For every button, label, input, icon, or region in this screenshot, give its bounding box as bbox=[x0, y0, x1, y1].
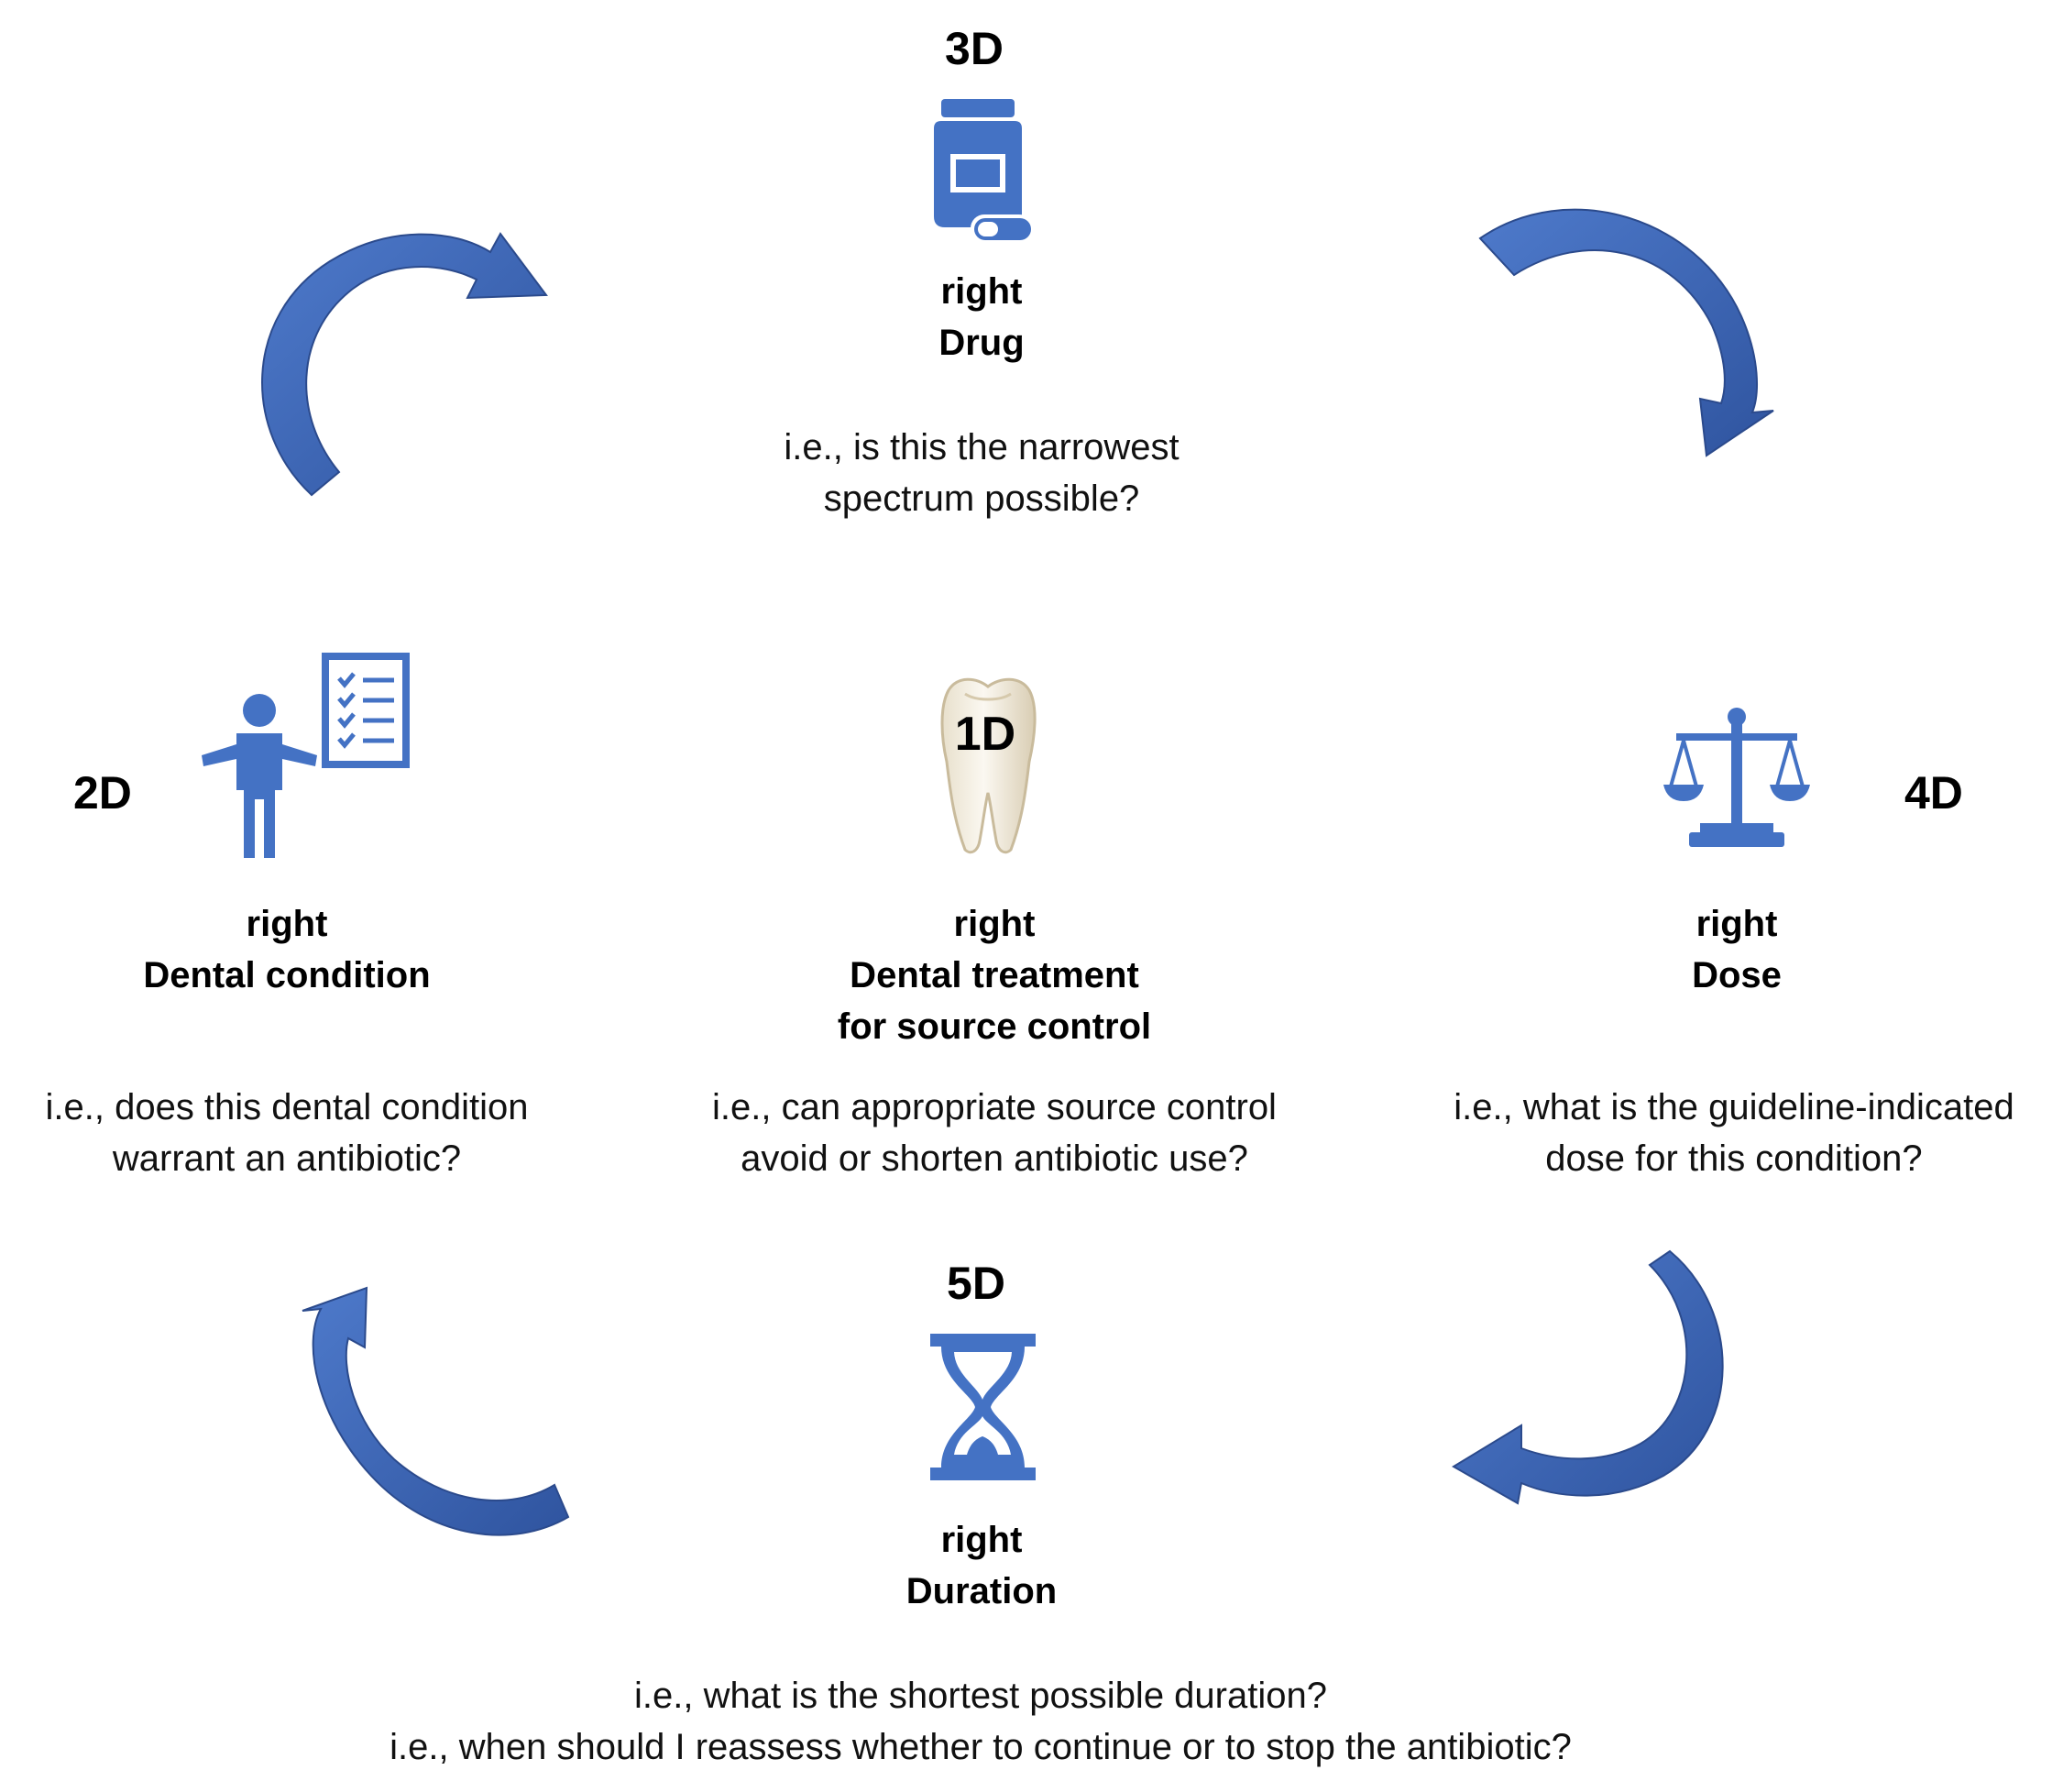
code-2d: 2D bbox=[73, 767, 132, 819]
arrow-bottom-left bbox=[302, 1286, 570, 1536]
dental-condition-question: i.e., does this dental condition warrant… bbox=[45, 1082, 528, 1184]
arrow-top-left bbox=[261, 232, 548, 497]
dose-question: i.e., what is the guideline-indicated do… bbox=[1454, 1082, 2014, 1184]
duration-question-line2: i.e., when should I reassess whether to … bbox=[390, 1727, 1572, 1767]
dose-title-line1: right bbox=[1695, 904, 1778, 944]
tooth-icon bbox=[940, 677, 1037, 854]
person-checklist-icon bbox=[202, 653, 410, 858]
drug-title: right Drug bbox=[938, 266, 1024, 368]
dose-question-line2: dose for this condition? bbox=[1545, 1138, 1923, 1179]
arrow-bottom-right bbox=[1452, 1249, 1724, 1505]
drug-question-line1: i.e., is this the narrowest bbox=[784, 427, 1180, 467]
dental-treatment-title: right Dental treatment for source contro… bbox=[838, 898, 1151, 1052]
dental-treatment-question-line1: i.e., can appropriate source control bbox=[712, 1087, 1277, 1127]
duration-title-line1: right bbox=[940, 1520, 1023, 1560]
medicine-bottle-icon bbox=[934, 99, 1033, 242]
code-5d: 5D bbox=[947, 1258, 1005, 1309]
dental-condition-title-line1: right bbox=[246, 904, 328, 944]
code-3d: 3D bbox=[945, 23, 1004, 74]
code-1d: 1D bbox=[954, 708, 1016, 761]
dental-treatment-title-line3: for source control bbox=[837, 1006, 1152, 1047]
drug-question-line2: spectrum possible? bbox=[823, 478, 1140, 519]
arrow-top-right bbox=[1478, 208, 1774, 457]
dental-condition-question-line1: i.e., does this dental condition bbox=[45, 1087, 529, 1127]
dental-treatment-title-line2: Dental treatment bbox=[850, 955, 1139, 995]
dental-condition-title: right Dental condition bbox=[143, 898, 430, 1001]
scales-icon bbox=[1663, 708, 1810, 847]
drug-title-line2: Drug bbox=[938, 323, 1025, 363]
duration-question-line1: i.e., what is the shortest possible dura… bbox=[634, 1676, 1327, 1716]
duration-title-line2: Duration bbox=[905, 1571, 1058, 1611]
drug-title-line1: right bbox=[940, 271, 1023, 312]
dental-treatment-question: i.e., can appropriate source control avo… bbox=[712, 1082, 1277, 1184]
dose-question-line1: i.e., what is the guideline-indicated bbox=[1454, 1087, 2014, 1127]
duration-question: i.e., what is the shortest possible dura… bbox=[390, 1670, 1572, 1773]
dental-condition-question-line2: warrant an antibiotic? bbox=[112, 1138, 462, 1179]
duration-title: right Duration bbox=[906, 1514, 1057, 1617]
drug-question: i.e., is this the narrowest spectrum pos… bbox=[784, 422, 1179, 524]
code-4d: 4D bbox=[1904, 767, 1963, 819]
dose-title-line2: Dose bbox=[1692, 955, 1782, 995]
hourglass-icon bbox=[930, 1334, 1036, 1480]
dental-condition-title-line2: Dental condition bbox=[143, 955, 431, 995]
dose-title: right Dose bbox=[1692, 898, 1782, 1001]
dental-treatment-question-line2: avoid or shorten antibiotic use? bbox=[741, 1138, 1248, 1179]
dental-treatment-title-line1: right bbox=[953, 904, 1036, 944]
